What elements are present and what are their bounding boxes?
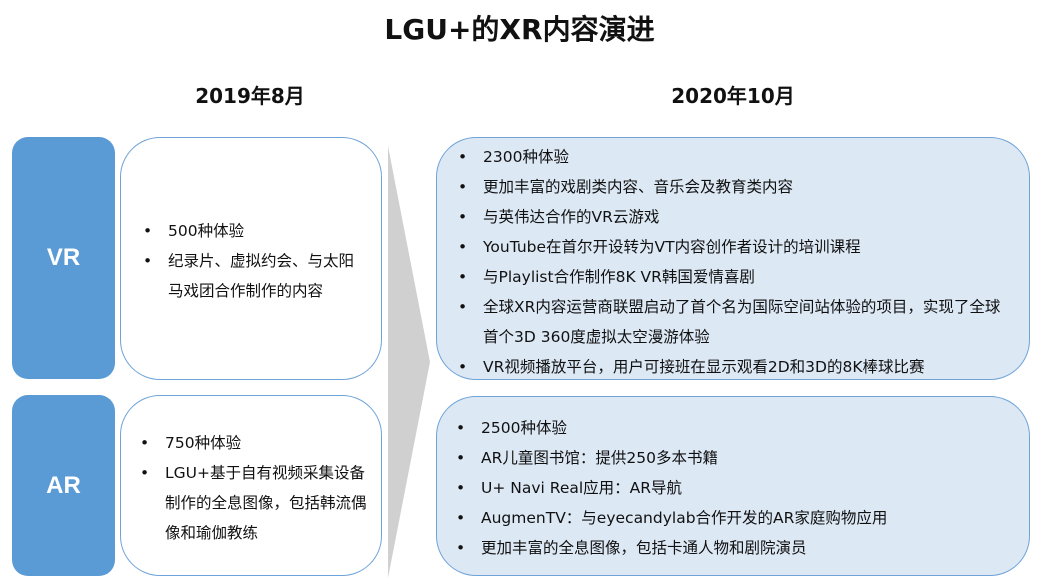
list-item: •纪录片、虚拟约会、与太阳马戏团合作制作的内容 bbox=[143, 252, 355, 300]
list-item: •更加丰富的全息图像，包括卡通人物和剧院演员 bbox=[456, 539, 807, 557]
vr-2020-list: •2300种体验 •更加丰富的戏剧类内容、音乐会及教育类内容 •与英伟达合作的V… bbox=[458, 142, 1013, 382]
list-item: •与Playlist合作制作8K VR韩国爱情喜剧 bbox=[458, 268, 755, 286]
list-item: •全球XR内容运营商联盟启动了首个名为国际空间站体验的项目，实现了全球首个3D … bbox=[458, 298, 1001, 346]
vr-2019-box: •500种体验 •纪录片、虚拟约会、与太阳马戏团合作制作的内容 bbox=[120, 137, 382, 380]
period-2019: 2019年8月 bbox=[195, 84, 305, 108]
list-item: •与英伟达合作的VR云游戏 bbox=[458, 208, 660, 226]
ar-2020-list: •2500种体验 •AR儿童图书馆：提供250多本书籍 •U+ Navi Rea… bbox=[456, 413, 1011, 563]
list-item: •2500种体验 bbox=[456, 419, 567, 437]
list-item: •750种体验 bbox=[140, 434, 242, 452]
list-item: •更加丰富的戏剧类内容、音乐会及教育类内容 bbox=[458, 178, 794, 196]
list-item: •VR视频播放平台，用户可接班在显示观看2D和3D的8K棒球比赛 bbox=[458, 358, 925, 376]
ar-label: AR bbox=[12, 395, 115, 576]
list-item: •AR儿童图书馆：提供250多本书籍 bbox=[456, 449, 718, 467]
ar-2019-list: •750种体验 •LGU+基于自有视频采集设备制作的全息图像，包括韩流偶像和瑜伽… bbox=[140, 428, 369, 548]
ar-2019-box: •750种体验 •LGU+基于自有视频采集设备制作的全息图像，包括韩流偶像和瑜伽… bbox=[120, 395, 382, 576]
ar-2020-box: •2500种体验 •AR儿童图书馆：提供250多本书籍 •U+ Navi Rea… bbox=[436, 396, 1030, 576]
list-item: •YouTube在首尔开设转为VT内容创作者设计的培训课程 bbox=[458, 238, 861, 256]
vr-2019-list: •500种体验 •纪录片、虚拟约会、与太阳马戏团合作制作的内容 bbox=[143, 216, 363, 306]
progression-arrow-icon bbox=[388, 146, 430, 578]
vr-label: VR bbox=[12, 137, 115, 379]
vr-2020-box: •2300种体验 •更加丰富的戏剧类内容、音乐会及教育类内容 •与英伟达合作的V… bbox=[436, 137, 1030, 380]
list-item: •U+ Navi Real应用：AR导航 bbox=[456, 479, 683, 497]
list-item: •2300种体验 bbox=[458, 148, 569, 166]
slide-title: LGU+的XR内容演进 bbox=[384, 13, 655, 46]
period-2020: 2020年10月 bbox=[671, 84, 795, 108]
list-item: •LGU+基于自有视频采集设备制作的全息图像，包括韩流偶像和瑜伽教练 bbox=[140, 464, 367, 542]
list-item: •AugmenTV：与eyecandylab合作开发的AR家庭购物应用 bbox=[456, 509, 888, 527]
list-item: •500种体验 bbox=[143, 222, 245, 240]
